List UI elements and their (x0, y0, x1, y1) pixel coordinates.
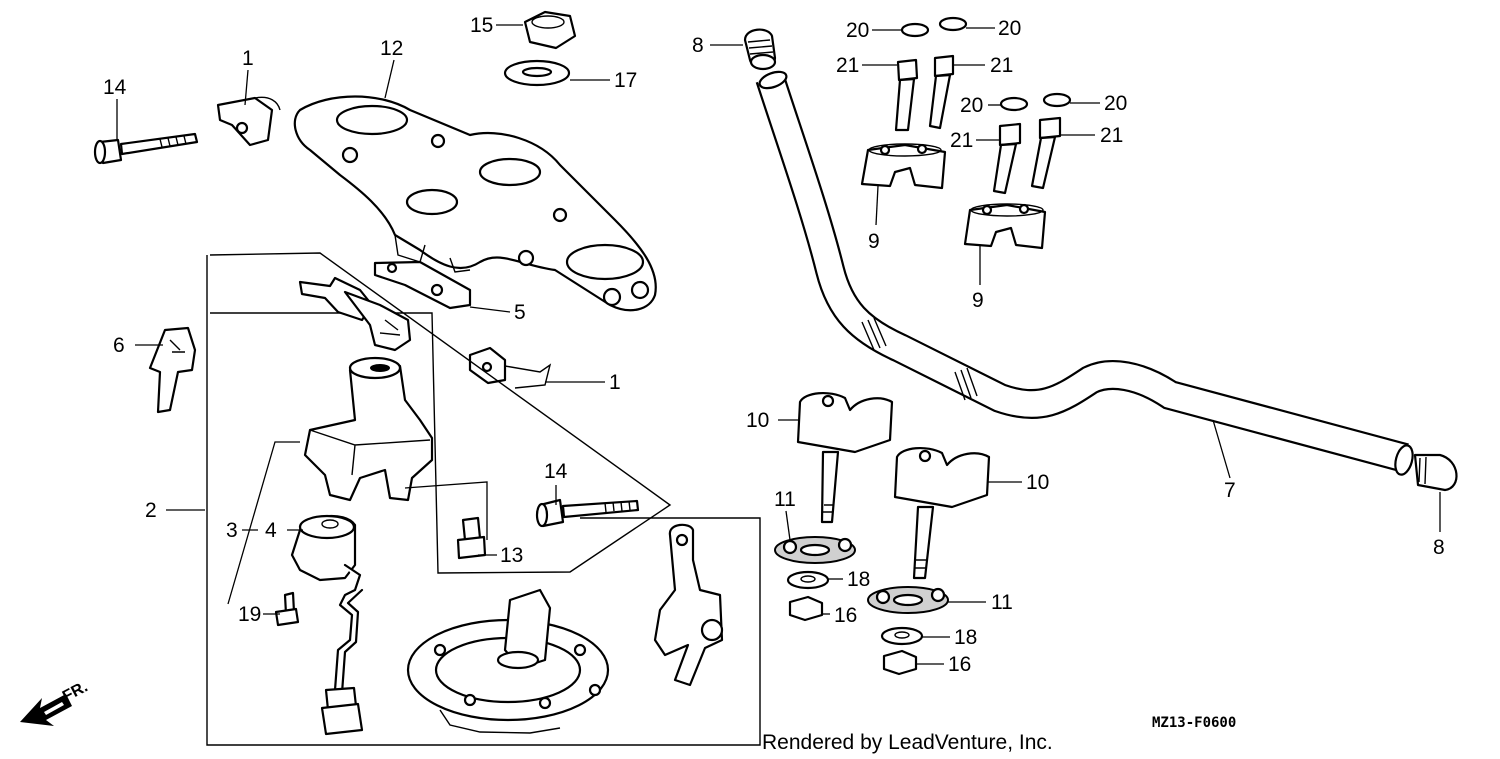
callout-5: 5 (514, 301, 526, 324)
bolt-part (93, 132, 199, 165)
leader-lines (116, 24, 1441, 665)
callout-19: 19 (238, 603, 261, 626)
key-pair-part (298, 276, 412, 352)
callout-20-d: 20 (1104, 92, 1127, 115)
nut-part-lower (788, 595, 918, 676)
callout-10-left: 10 (746, 409, 769, 432)
rubber-mount-part (774, 536, 856, 564)
callout-6: 6 (113, 334, 125, 357)
lower-holder-part (796, 392, 894, 524)
callout-3: 3 (226, 519, 238, 542)
small-screw-part (274, 591, 300, 627)
callout-20-c: 20 (960, 94, 983, 117)
callout-4: 4 (265, 519, 277, 542)
callout-18-lower: 18 (954, 626, 977, 649)
end-weight-part (743, 28, 777, 71)
callout-11-upper: 11 (774, 488, 796, 511)
callout-20-a: 20 (846, 19, 869, 42)
upper-holder-part (860, 143, 947, 190)
drawing-code: MZ13-F0600 (1152, 715, 1236, 731)
callout-11-lower: 11 (991, 591, 1013, 614)
callout-12: 12 (380, 37, 403, 60)
render-credit: Rendered by LeadVenture, Inc. (762, 731, 1053, 754)
top-bridge-part (293, 95, 657, 312)
callout-20-b: 20 (998, 17, 1021, 40)
callout-9-lower: 9 (972, 289, 984, 312)
callout-16-lower: 16 (948, 653, 971, 676)
callout-13: 13 (500, 544, 523, 567)
callout-17: 17 (614, 69, 637, 92)
lower-holder-part-2 (893, 447, 991, 580)
bracket-part-lower (468, 346, 552, 389)
callout-1-upper: 1 (242, 47, 254, 70)
caps-and-bolts (894, 16, 1072, 195)
callout-1-lower: 1 (609, 371, 621, 394)
seat-latch-part (653, 523, 724, 687)
callout-16-upper: 16 (834, 604, 857, 627)
switch-body-part (290, 514, 364, 736)
plate-part (373, 260, 472, 310)
rubber-mount-part-2 (867, 586, 949, 614)
handlebar-part (755, 70, 1414, 476)
callout-21-a: 21 (836, 54, 859, 77)
upper-holder-part-2 (963, 203, 1047, 250)
washer-part-lower (786, 570, 924, 646)
bracket-part (216, 96, 281, 147)
bolt-part-lower (535, 498, 640, 528)
callout-7: 7 (1224, 479, 1236, 502)
callout-9-upper: 9 (868, 230, 880, 253)
kit-frame (206, 252, 761, 746)
washer-part (503, 59, 571, 87)
callout-labels: 1 12 14 15 17 5 6 1 14 2 3 4 13 19 8 20 … (103, 14, 1445, 676)
callout-14-lower: 14 (544, 460, 568, 483)
callout-8-right: 8 (1433, 536, 1445, 559)
end-weight-part-right (1413, 453, 1458, 492)
key-part (148, 326, 197, 414)
callout-15: 15 (470, 14, 493, 37)
fuel-cap-part (406, 588, 610, 734)
callout-10-right: 10 (1026, 471, 1049, 494)
callout-21-c: 21 (950, 129, 973, 152)
screw-part (456, 516, 487, 560)
callout-18-upper: 18 (847, 568, 870, 591)
callout-14-upper: 14 (103, 76, 127, 99)
ignition-switch-part (303, 356, 434, 502)
callout-2: 2 (145, 499, 157, 522)
nut-part (523, 10, 577, 50)
callout-8-left: 8 (692, 34, 704, 57)
callout-21-b: 21 (990, 54, 1013, 77)
front-direction-arrow: FR. (20, 678, 91, 726)
callout-21-d: 21 (1100, 124, 1123, 147)
